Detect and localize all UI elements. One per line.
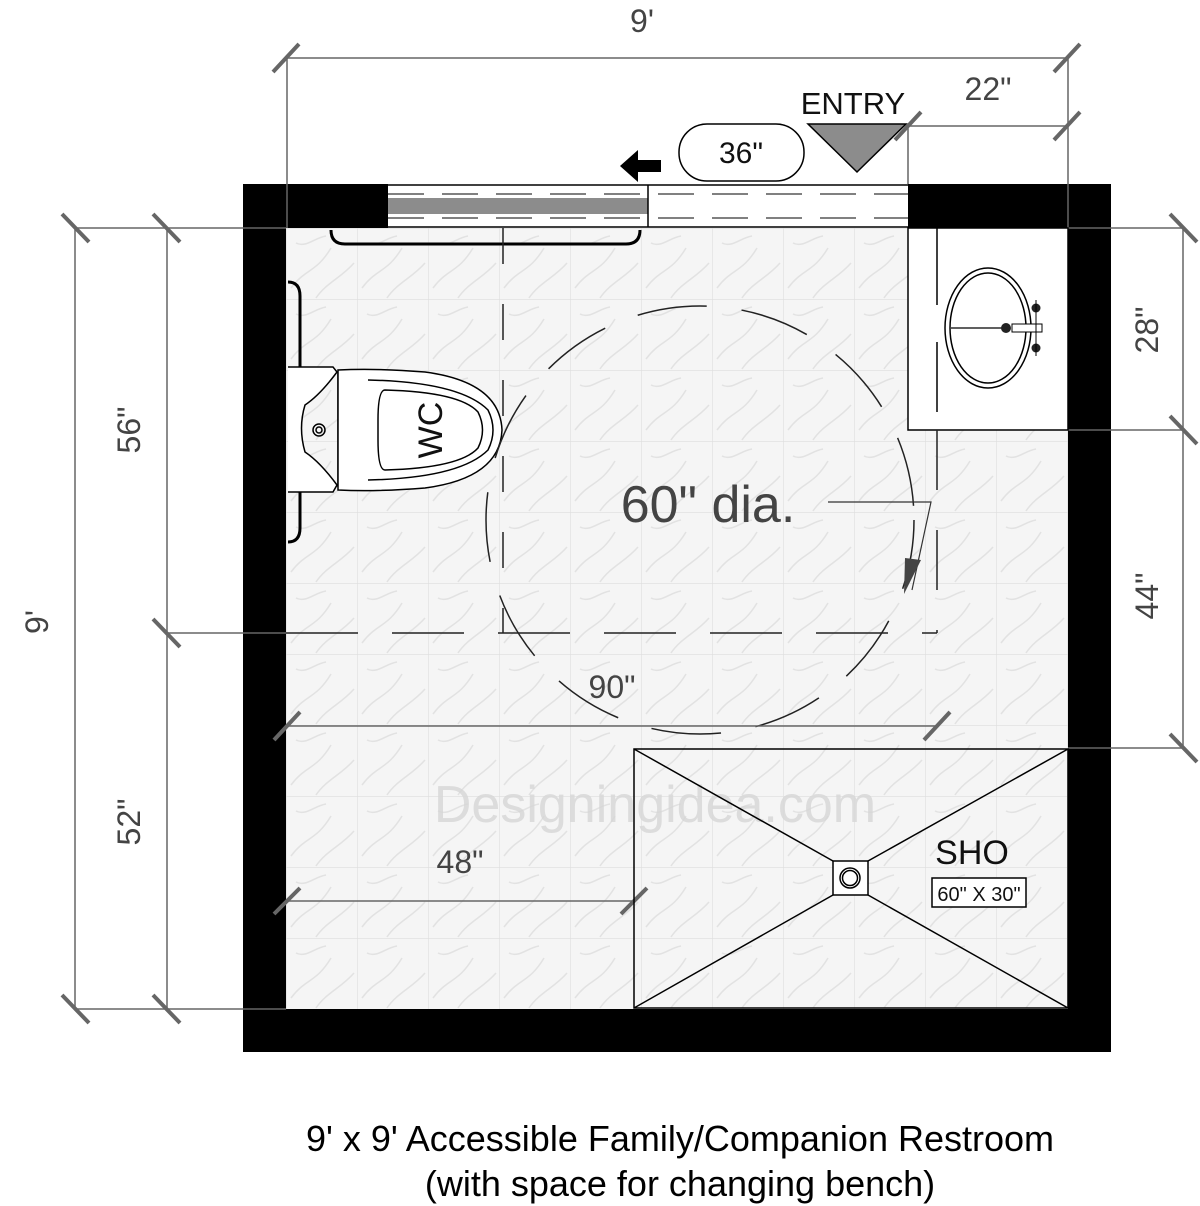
shower-size-label: 60" X 30": [937, 884, 1020, 906]
sink: [907, 227, 1069, 431]
shower-size-box: [931, 877, 1027, 908]
watermark: Designingidea.com: [434, 776, 876, 834]
clear-width-dimension: [272, 710, 952, 742]
walls: [243, 184, 1111, 1052]
left-dimensions: [60, 212, 286, 1025]
right-dimensions: [1068, 212, 1199, 764]
right-upper-label: 28": [1129, 307, 1165, 354]
door-width-label: 36": [719, 137, 763, 170]
shower-label: SHO: [935, 834, 1009, 872]
toilet-label: WC: [412, 402, 450, 459]
top-dimensions: [271, 42, 1082, 228]
overall-width-label: 9': [630, 3, 654, 39]
leader-arrow: [828, 501, 932, 594]
left-upper-label: 56": [111, 407, 147, 454]
shower: [633, 748, 1069, 1009]
entry-label: ENTRY: [801, 86, 906, 121]
arrow-left-icon: [620, 150, 661, 182]
entry-offset-label: 22": [965, 71, 1012, 107]
door-width-bubble: [678, 123, 805, 182]
turning-circle: [485, 305, 915, 735]
toilet: [288, 366, 503, 493]
drawing-subtitle: (with space for changing bench): [424, 1163, 936, 1204]
clear-width-label: 90": [589, 669, 636, 705]
left-lower-label: 52": [111, 799, 147, 846]
drawing-title: 9' x 9' Accessible Family/Companion Rest…: [305, 1118, 1055, 1159]
right-lower-label: 44": [1129, 573, 1165, 620]
overall-height-label: 9': [19, 610, 55, 634]
entry-marker-icon: [806, 123, 908, 174]
clearance-guides: [286, 228, 938, 634]
turning-circle-label: 60" dia.: [621, 476, 796, 534]
bench-width-label: 48": [437, 844, 484, 880]
door-panel: [388, 198, 648, 214]
sliding-door: [388, 184, 908, 228]
